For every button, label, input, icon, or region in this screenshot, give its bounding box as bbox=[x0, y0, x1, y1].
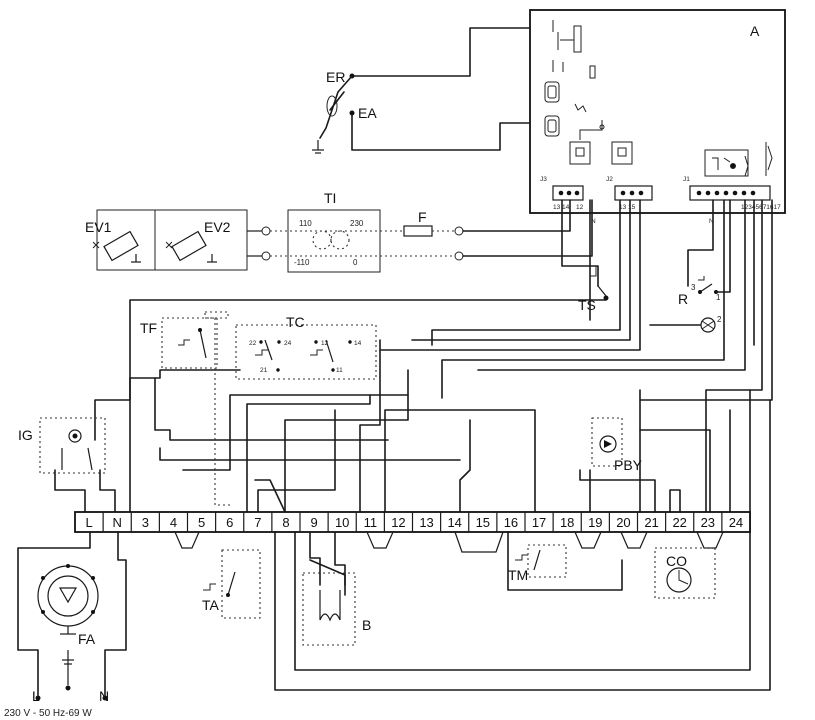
tc-24: 24 bbox=[284, 340, 292, 347]
co-clock: CO bbox=[654, 547, 716, 599]
ta-switch: TA bbox=[202, 549, 261, 619]
tf-thermostat: TF bbox=[140, 311, 230, 506]
ti-minus110: -110 bbox=[294, 258, 310, 267]
terminal-label: 14 bbox=[447, 515, 461, 530]
label-IG: IG bbox=[18, 427, 33, 443]
control-board: A J3 J2 bbox=[529, 9, 786, 225]
ti-0: 0 bbox=[353, 258, 358, 267]
label-EV1: EV1 bbox=[85, 219, 112, 235]
r-2: 2 bbox=[717, 315, 722, 324]
label-TF: TF bbox=[140, 320, 157, 336]
bus-wiring bbox=[94, 199, 773, 691]
terminal-label: 11 bbox=[364, 515, 378, 530]
terminal-label: N bbox=[112, 515, 121, 530]
label-EV2: EV2 bbox=[204, 219, 231, 235]
terminal-label: 18 bbox=[560, 515, 574, 530]
j2-pins: 13 15 bbox=[619, 204, 636, 211]
terminal-label: 13 bbox=[419, 515, 433, 530]
terminal-label: 12 bbox=[391, 515, 405, 530]
label-R: R bbox=[678, 291, 688, 307]
gas-valves: EV1 EV2 bbox=[85, 209, 271, 271]
terminal-label: 4 bbox=[170, 515, 177, 530]
terminal-label: 7 bbox=[254, 515, 261, 530]
j3-pin12: 12 bbox=[576, 204, 584, 211]
supply-rating: 230 V - 50 Hz-69 W bbox=[4, 708, 92, 719]
terminal-label: 8 bbox=[282, 515, 289, 530]
n-label-2: N bbox=[709, 218, 714, 225]
ti-110: 110 bbox=[299, 219, 312, 228]
j1-pins: 12345671617 bbox=[741, 204, 781, 211]
electrodes: ER EA bbox=[312, 27, 531, 154]
label-CO: CO bbox=[666, 553, 687, 569]
relay-r: 3 1 R 2 bbox=[678, 199, 731, 333]
terminal-label: 20 bbox=[616, 515, 630, 530]
terminal-label: 22 bbox=[672, 515, 686, 530]
tc-21: 21 bbox=[260, 367, 268, 374]
ig-switch: IG bbox=[18, 417, 116, 513]
tc-22: 22 bbox=[249, 340, 257, 347]
transformer: TI 110 230 -110 0 F bbox=[270, 190, 593, 273]
tc-14: 14 bbox=[354, 340, 362, 347]
b-coil: B bbox=[302, 531, 371, 646]
label-TA: TA bbox=[202, 597, 220, 613]
pby-pump: PBY bbox=[591, 417, 643, 473]
ti-230: 230 bbox=[350, 219, 364, 228]
label-FA: FA bbox=[78, 631, 96, 647]
j1-label: J1 bbox=[683, 176, 690, 183]
label-TI: TI bbox=[324, 190, 336, 206]
supply-n: N bbox=[99, 688, 109, 704]
label-EA: EA bbox=[358, 105, 377, 121]
label-F: F bbox=[418, 209, 427, 225]
tc-11: 11 bbox=[336, 367, 343, 374]
label-ER: ER bbox=[326, 69, 345, 85]
terminal-label: 17 bbox=[532, 515, 546, 530]
label-TS: TS bbox=[578, 297, 596, 313]
terminal-label: 21 bbox=[644, 515, 658, 530]
terminal-label: L bbox=[85, 515, 92, 530]
label-B: B bbox=[362, 617, 371, 633]
terminal-strip: L N 3 4 5 6 7 8 9 10 11 12 13 14 15 16 17 18 19 20 21 22 23 24 bbox=[74, 511, 751, 533]
terminal-label: 9 bbox=[310, 515, 317, 530]
terminal-label: 10 bbox=[335, 515, 349, 530]
terminal-label: 23 bbox=[701, 515, 715, 530]
terminal-label: 15 bbox=[476, 515, 490, 530]
terminal-label: 6 bbox=[226, 515, 233, 530]
label-PBY: PBY bbox=[614, 457, 643, 473]
label-A: A bbox=[750, 23, 760, 39]
tc-12: 12 bbox=[321, 340, 329, 347]
j2-label: J2 bbox=[606, 176, 613, 183]
r-3: 3 bbox=[691, 283, 696, 292]
terminal-label: 3 bbox=[142, 515, 149, 530]
label-TC: TC bbox=[286, 314, 305, 330]
terminal-label: 16 bbox=[504, 515, 518, 530]
label-TM: TM bbox=[508, 567, 528, 583]
terminal-label: 5 bbox=[198, 515, 205, 530]
tm-switch: TM bbox=[508, 544, 567, 583]
tc-thermostat: TC 22 24 21 12 14 11 bbox=[235, 314, 377, 380]
r-1: 1 bbox=[716, 293, 721, 302]
terminal-label: 19 bbox=[588, 515, 602, 530]
n-label-1: N bbox=[591, 218, 596, 225]
fa-connector: FA L N 230 V - 50 Hz-69 W bbox=[4, 531, 127, 719]
terminal-label: 24 bbox=[729, 515, 743, 530]
j3-label: J3 bbox=[540, 176, 547, 183]
supply-l: L bbox=[32, 688, 40, 704]
